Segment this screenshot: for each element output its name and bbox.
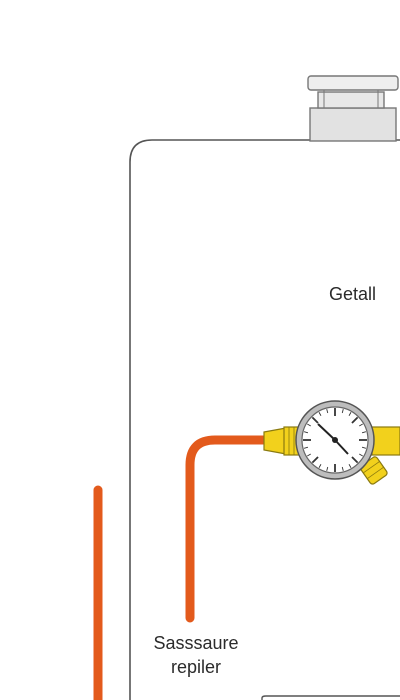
gauge-tick <box>359 423 363 427</box>
gauge-tick <box>307 453 311 457</box>
pipe-label-line2: repiler <box>170 657 222 677</box>
pressure-gauge-icon <box>295 400 375 480</box>
gauge-tick <box>326 408 329 414</box>
gauge-tick <box>351 456 359 464</box>
gauge-tick <box>318 412 322 416</box>
gauge-tick <box>348 412 352 416</box>
gauge-tick <box>311 416 319 424</box>
gauge-tick <box>359 453 363 457</box>
tank-base-edge <box>261 695 400 700</box>
pipe-label: Sasssaure repiler <box>150 631 242 679</box>
gauge-tick <box>361 446 367 449</box>
gauge-tick <box>303 446 309 449</box>
tank-label: Getall <box>329 284 377 304</box>
top-cap <box>307 75 399 142</box>
yellow-fitting-left <box>263 426 301 456</box>
gauge-tick <box>361 431 367 434</box>
gauge-tick <box>341 408 344 414</box>
gauge-ticks <box>303 408 367 472</box>
yellow-fitting-right <box>359 426 400 485</box>
gauge-needle <box>317 423 336 441</box>
tank-body <box>129 139 400 700</box>
gauge-tick <box>311 456 319 464</box>
gauge-tick <box>326 466 329 472</box>
gauge-tick <box>351 416 359 424</box>
gauge-tick <box>318 464 322 468</box>
pipe-label-line1: Sasssaure <box>153 633 239 653</box>
gauge-tick <box>307 423 311 427</box>
gauge-tick <box>341 466 344 472</box>
orange-pipe-bent <box>185 435 277 623</box>
gauge-tick <box>303 431 309 434</box>
gauge-tick <box>348 464 352 468</box>
gauge-needle-tail <box>334 439 349 455</box>
